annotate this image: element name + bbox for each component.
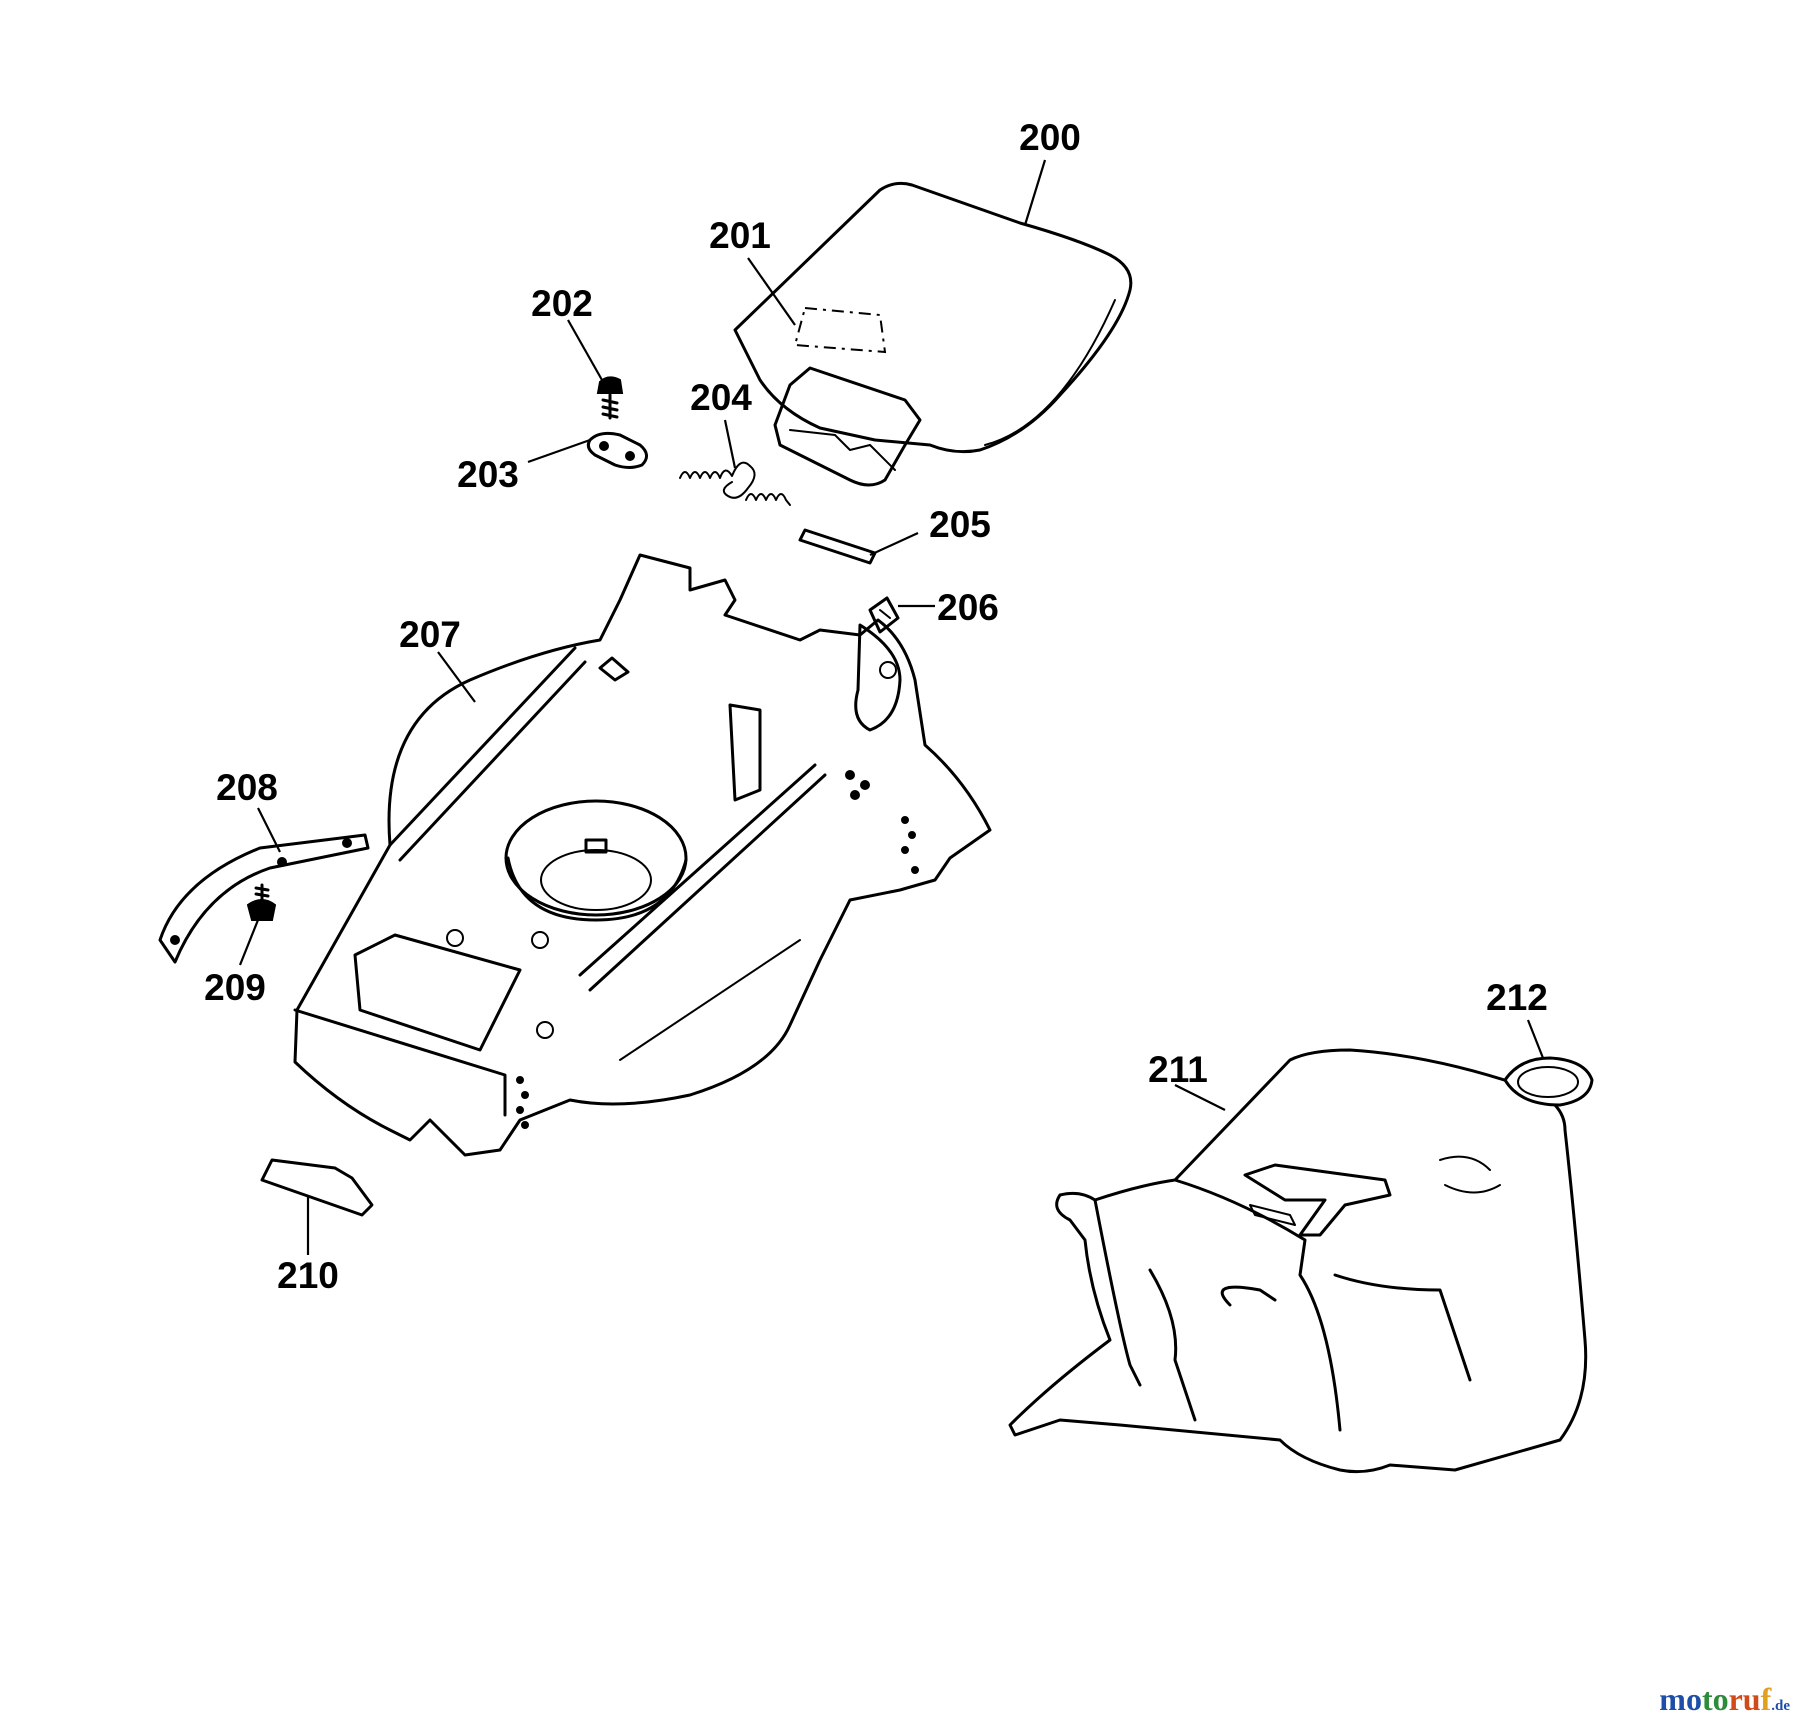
part-211-collector — [1008, 1048, 1588, 1474]
part-label-206: 206 — [937, 587, 999, 628]
part-207-deck — [293, 553, 992, 1157]
part-label-211: 211 — [1148, 1049, 1208, 1090]
part-200-lid — [733, 181, 1133, 487]
part-209-bolt — [246, 883, 277, 921]
part-203-plate — [586, 431, 648, 469]
part-204-spring — [679, 461, 791, 506]
site-watermark-logo: motoruf.de — [1659, 1681, 1790, 1717]
part-label-210: 210 — [277, 1255, 339, 1296]
part-206-clip — [868, 596, 900, 634]
leader-lines — [238, 159, 1545, 1255]
part-label-208: 208 — [216, 767, 278, 808]
part-208-bracket — [158, 833, 370, 964]
part-210-blade — [260, 1158, 374, 1217]
part-205-pin — [798, 528, 877, 565]
part-202-screw — [596, 376, 624, 420]
part-212-cap — [1503, 1056, 1594, 1107]
part-label-205: 205 — [929, 504, 991, 545]
part-label-202: 202 — [531, 283, 593, 324]
part-label-201: 201 — [709, 215, 771, 256]
part-label-200: 200 — [1019, 117, 1081, 158]
part-label-203: 203 — [457, 454, 519, 495]
part-label-204: 204 — [690, 377, 752, 418]
part-201-label — [793, 306, 887, 354]
part-label-207: 207 — [399, 614, 461, 655]
part-label-209: 209 — [204, 967, 266, 1008]
part-label-212: 212 — [1486, 977, 1548, 1018]
